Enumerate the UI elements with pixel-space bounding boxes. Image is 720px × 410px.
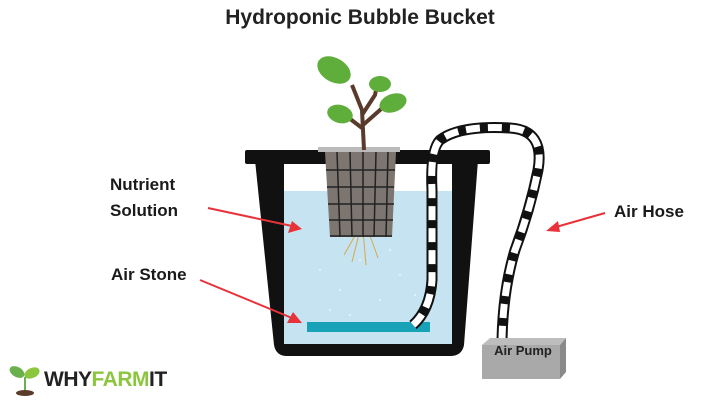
- diagram-title: Hydroponic Bubble Bucket: [225, 6, 495, 29]
- logo-sprout-icon: [9, 366, 40, 396]
- air-hose-label: Air Hose: [614, 202, 684, 221]
- air-pump: [482, 338, 566, 379]
- plant: [317, 56, 407, 151]
- air-stone-label: Air Stone: [111, 265, 187, 284]
- logo-it: IT: [149, 368, 167, 391]
- label-arrows: [199, 207, 606, 323]
- bubbles: [318, 248, 417, 317]
- nutrient-solution-label: Nutrient Solution: [110, 172, 178, 224]
- air-hose: [409, 122, 545, 341]
- logo-farm: FARM: [91, 368, 150, 391]
- nutrient-label-line1: Nutrient: [110, 175, 176, 194]
- air-pump-label: Air Pump: [494, 343, 552, 358]
- whyfarmit-logo: WHYFARMIT: [44, 368, 167, 392]
- net-pot: [318, 147, 400, 238]
- nutrient-label-line2: Solution: [110, 201, 178, 220]
- air-stone: [307, 322, 430, 332]
- logo-why: WHY: [44, 368, 92, 391]
